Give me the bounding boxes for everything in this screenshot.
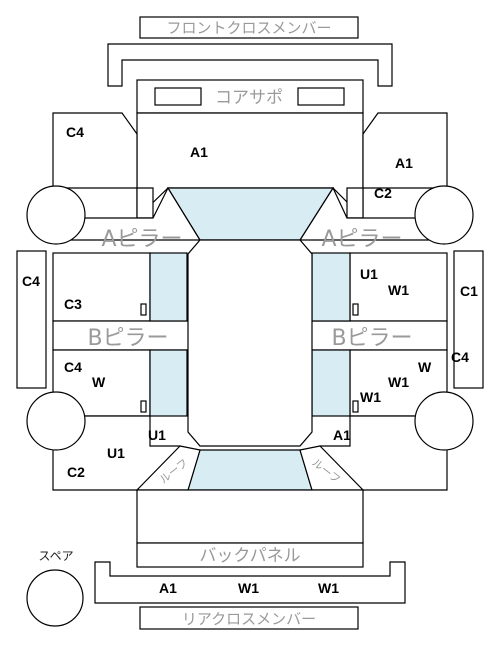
back-panel-label: バックパネル (199, 546, 300, 566)
door-handle-front-left (140, 303, 147, 316)
grade-rear-w1-b: W1 (318, 580, 339, 596)
door-handle-front-right (352, 303, 359, 316)
wheel-front-right (414, 185, 474, 245)
side-window-right-front (311, 252, 351, 322)
left-rocker-panel (16, 250, 47, 389)
grade-rear-right-a1: A1 (333, 427, 351, 443)
front-left-door (52, 252, 151, 322)
grade-left-rocker: C4 (22, 273, 40, 289)
wheel-front-left (26, 185, 86, 245)
grade-front-right-c2: C2 (374, 185, 392, 201)
rear-cross-member-box (139, 606, 359, 630)
headlight-left (154, 87, 202, 106)
side-window-left-front (149, 252, 188, 322)
grade-rear-a1: A1 (159, 580, 177, 596)
rear-cross-member-label: リアクロスメンバー (182, 610, 316, 628)
back-panel-box (136, 542, 364, 568)
spare-label: スペア (38, 549, 73, 563)
roof-panel (187, 239, 313, 447)
door-handle-rear-left (140, 400, 147, 413)
a-pillar-left-label: Aピラー (101, 227, 182, 252)
grade-rear-right-door-w1: W1 (388, 374, 409, 390)
grade-rear-w1-a: W1 (238, 580, 259, 596)
side-window-left-rear (149, 349, 188, 417)
grade-rear-left-c2: C2 (67, 464, 85, 480)
front-right-fender (346, 112, 448, 219)
rear-window (187, 449, 313, 491)
grade-rear-left-u1-lower: U1 (107, 445, 125, 461)
front-cross-member-box (139, 16, 359, 39)
grade-hood: A1 (190, 144, 208, 160)
grade-rear-right-door-w1b: W1 (360, 389, 381, 405)
grade-front-right-fender: A1 (395, 155, 413, 171)
grade-rear-right-door-w: W (418, 359, 432, 375)
a-pillar-right-label: Aピラー (321, 227, 402, 252)
front-cross-member-label: フロントクロスメンバー (166, 19, 331, 37)
grade-front-left-door: C3 (64, 296, 82, 312)
grade-right-rocker-lower: C4 (451, 349, 469, 365)
b-pillar-right-label: Bピラー (331, 326, 412, 351)
b-pillar-left-label: Bピラー (87, 326, 168, 351)
grade-right-rocker: C1 (460, 283, 478, 299)
right-rocker-panel (453, 250, 484, 389)
grade-front-right-door-u1: U1 (360, 266, 378, 282)
rear-right-door (349, 349, 448, 417)
side-window-right-rear (311, 349, 351, 417)
door-handle-rear-right (352, 400, 359, 413)
front-right-door (349, 252, 448, 322)
trunk-lid (136, 489, 364, 544)
headlight-right (297, 87, 345, 106)
grade-rear-left-u1-upper: U1 (148, 427, 166, 443)
grade-front-right-door-w1: W1 (388, 282, 409, 298)
grade-front-left-outer: C4 (66, 124, 84, 140)
wheel-rear-right (414, 391, 474, 451)
grade-rear-left-door-w: W (92, 374, 106, 390)
core-support-label: コアサポ (215, 88, 283, 108)
grade-rear-left-door-c4: C4 (64, 359, 82, 375)
spare-tire (26, 569, 84, 627)
wheel-rear-left (26, 391, 86, 451)
rear-bumper (94, 561, 406, 604)
front-bumper (107, 43, 393, 87)
